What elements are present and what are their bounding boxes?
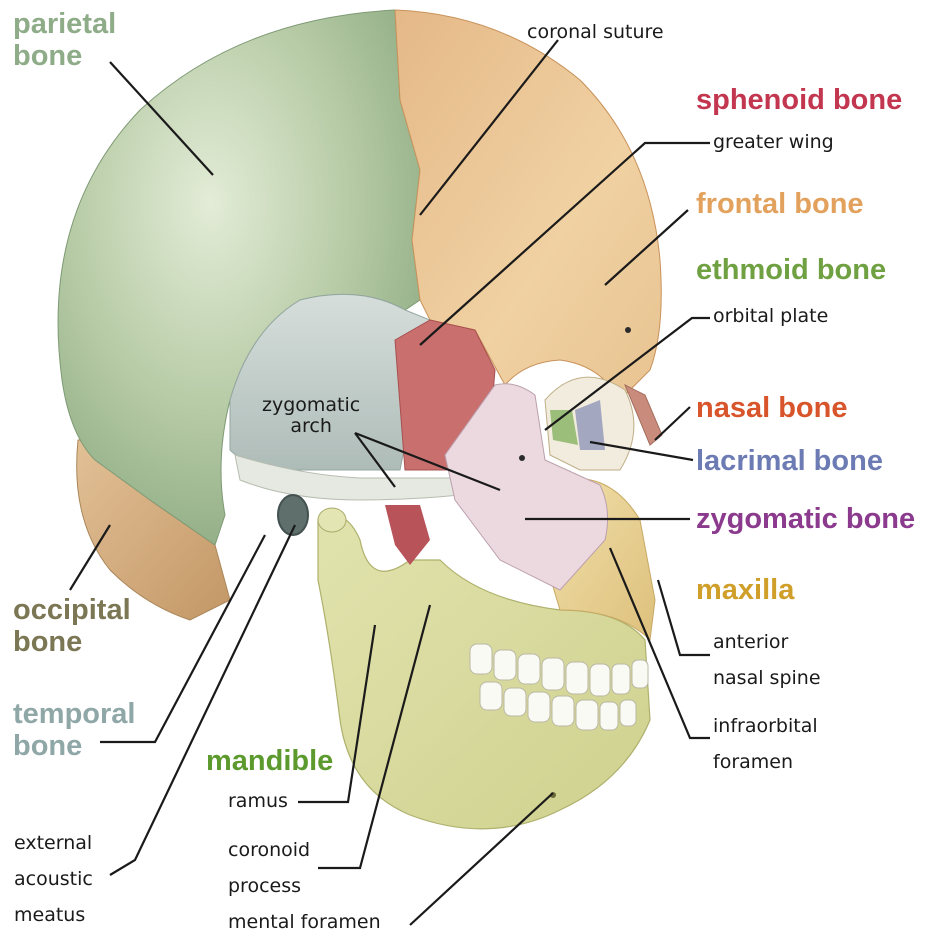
- label-mental-foramen: mental foramen: [228, 912, 381, 933]
- label-occipital-line-2: bone: [13, 626, 131, 658]
- label-orbital-plate: orbital plate: [713, 306, 828, 327]
- label-nasal-bone: nasal bone: [696, 392, 848, 424]
- label-eam-line-1: external: [14, 825, 93, 861]
- label-external-acoustic-meatus: external acoustic meatus: [14, 825, 93, 933]
- label-anterior-line-1: anterior: [713, 624, 821, 660]
- label-coronoid-line-2: process: [228, 868, 310, 904]
- label-coronal-suture: coronal suture: [527, 22, 664, 43]
- label-greater-wing: greater wing: [713, 132, 834, 153]
- label-temporal-line-1: temporal: [13, 698, 135, 730]
- condyle: [318, 508, 346, 532]
- label-coronoid-process: coronoid process: [228, 832, 310, 904]
- label-parietal-line-1: parietal: [13, 8, 116, 40]
- label-zygomatic-arch-line-1: zygomatic: [262, 395, 360, 416]
- label-infraorbital-foramen: infraorbital foramen: [713, 708, 818, 780]
- label-eam-line-2: acoustic: [14, 861, 93, 897]
- label-temporal-line-2: bone: [13, 730, 135, 762]
- label-infraorbital-line-2: foramen: [713, 744, 818, 780]
- label-lacrimal-bone: lacrimal bone: [696, 445, 883, 477]
- label-anterior-nasal-spine: anterior nasal spine: [713, 624, 821, 696]
- label-parietal-line-2: bone: [13, 40, 116, 72]
- label-infraorbital-line-1: infraorbital: [713, 708, 818, 744]
- label-maxilla: maxilla: [696, 574, 794, 606]
- label-zygomatic-arch: zygomatic arch: [262, 395, 360, 438]
- label-coronoid-line-1: coronoid: [228, 832, 310, 868]
- label-frontal-bone: frontal bone: [696, 188, 864, 220]
- label-occipital-bone: occipital bone: [13, 594, 131, 659]
- label-ethmoid-bone: ethmoid bone: [696, 254, 886, 286]
- label-parietal: parietal bone: [13, 8, 116, 73]
- label-eam-line-3: meatus: [14, 897, 93, 933]
- label-anterior-line-2: nasal spine: [713, 660, 821, 696]
- label-zygomatic-bone: zygomatic bone: [696, 503, 915, 535]
- label-zygomatic-arch-line-2: arch: [262, 416, 360, 437]
- zygomatic-foramen-dot: [519, 455, 525, 461]
- label-temporal-bone: temporal bone: [13, 698, 135, 763]
- coronoid-gap: [385, 505, 430, 565]
- label-sphenoid-bone: sphenoid bone: [696, 84, 902, 116]
- label-mandible: mandible: [206, 745, 333, 777]
- label-ramus: ramus: [228, 791, 288, 812]
- supraorbital-dot: [625, 327, 631, 333]
- label-occipital-line-1: occipital: [13, 594, 131, 626]
